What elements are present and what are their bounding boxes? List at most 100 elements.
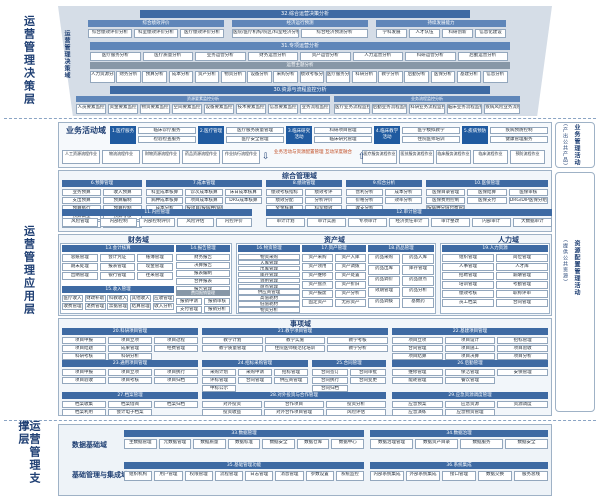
composite-row2-cell: 经济责任审计: [389, 218, 429, 227]
finance-g15-cell: 财政补助: [84, 295, 106, 302]
composite-cell: 收入预算: [103, 189, 142, 196]
row31b-header: 运营主题分析: [90, 62, 510, 69]
row30-cell: 后勤业务流程监控: [371, 104, 408, 114]
finance-g15-cell: 收费管理: [62, 303, 83, 310]
right-resource-box: [555, 172, 595, 412]
finance-g15b-header: 费用报销管理: [176, 290, 230, 296]
affairs-g22-cell: 项目验收: [497, 345, 548, 352]
asset-g17-cell: 无形资产: [335, 299, 366, 307]
composite-cell: 医保审核: [508, 189, 548, 196]
layer-application: 运营管理应用层: [22, 224, 36, 316]
business-activity-tile: 3.临床研究活动: [286, 126, 312, 144]
flow-right-item: 预防流程作业: [510, 150, 545, 164]
right-business-label: 业务管理活动: [573, 124, 580, 166]
composite-cell: 医保费用控制: [426, 197, 466, 204]
affairs-g21-cell: 教学分析: [327, 345, 388, 352]
hr-g19-header: 19.人力资源: [442, 245, 548, 252]
row30-cell: 临床业务流程监控: [446, 104, 483, 114]
finance-g13-cell: 出纳管理: [62, 272, 98, 280]
finance-g14-cell: 决算报告: [176, 262, 230, 269]
row32-group-header: 经济运行预测: [232, 20, 368, 27]
row31b-cell: 科研分析: [352, 71, 377, 83]
composite-cell: 科室成本核算: [146, 189, 184, 196]
affairs-g23-header: 23.通用项目管理: [62, 360, 198, 367]
business-activity-item: 科研项目管理: [314, 127, 372, 134]
asset-g18-cell: 库存管理: [402, 265, 434, 275]
flow-right-item: 医技服务流程作业: [399, 150, 434, 164]
flow-right-item: 临床流程作业: [473, 150, 508, 164]
affairs-g28-cell: 投资分析: [326, 401, 386, 408]
asset-g17-cell: 资产调拨: [335, 263, 366, 271]
asset-g18-header: 18.药品管理: [368, 245, 434, 252]
row32-cell: 科研创新: [442, 29, 473, 38]
mgmt-integration-label: 基础管理与集成域: [72, 471, 128, 479]
affairs-g26-cell: 能耗管理: [392, 377, 443, 384]
row30-cell: 疾病风险业务流程监控: [484, 104, 520, 114]
right-resource-label: 资源配置管理活动: [573, 240, 580, 296]
support-g33-header: 33.数据管理: [124, 430, 364, 437]
affairs-g22-header: 22.基建项目管理: [392, 328, 548, 335]
affairs-g26-cell: 餐饮管理: [444, 377, 496, 384]
finance-g13-header: 13.会计核算: [62, 245, 174, 252]
affairs-g29-cell: 应急物资管理: [444, 409, 496, 416]
affairs-g29-header: 29.应急资源调度管理: [392, 392, 548, 399]
right-resource-sublabel: (提供公共资源): [562, 240, 568, 282]
asset-g17-cell: 资产分析: [335, 290, 366, 298]
data-foundation-label: 数据基础域: [72, 441, 107, 449]
row31b-cell: 医疗服务分析: [325, 71, 351, 83]
flow-left-item: 人工资源流程作业: [62, 150, 100, 164]
asset-g17-cell: 资产采购: [302, 254, 333, 262]
affairs-g27-cell: 档案借阅: [108, 401, 152, 408]
finance-g14-cell: 财务报告: [176, 254, 230, 261]
affairs-g28-cell: 投资收益: [202, 409, 262, 416]
finance-g15b-cell: 报销审核: [204, 298, 230, 305]
composite-row2-cell: 专项审计: [348, 218, 388, 227]
affairs-g21-cell: 教学计划: [202, 337, 263, 344]
composite-group-header: 9.综合分析: [346, 180, 422, 187]
hr-g19-cell: 考勤管理: [496, 281, 548, 289]
row31-header: 31.专项运营分析: [90, 42, 510, 50]
hr-g19-cell: 薪酬管理: [496, 272, 548, 280]
row30-group-header: 资源要素监控分析: [76, 96, 330, 102]
affairs-g20-cell: 项目结题: [62, 345, 106, 352]
asset-g16-cell: 低值耗材: [238, 301, 300, 307]
hr-g19-cell: 绩效考核: [442, 290, 494, 298]
composite-cell: 绩效考核指标: [266, 189, 303, 196]
finance-g15-cell: 其他收入: [130, 295, 152, 302]
layer-support: 运营管理支撑层: [17, 420, 41, 485]
up-arrow-icon: ⇧: [358, 152, 366, 162]
row30-cell: 科研业务流程监控: [409, 104, 445, 114]
support-g36-cell: 数据交换: [478, 471, 512, 481]
affairs-g21-cell: 住院医师规范化培训: [264, 345, 326, 352]
asset-g16-cell: 出库管理: [238, 265, 300, 272]
business-activity-item: 临床诊疗服务: [138, 127, 196, 134]
row30-group-header: 业务流程监控分析: [334, 96, 520, 102]
row31b-cell: 财务分析: [116, 71, 141, 83]
support-g33-cell: 主数据管理: [124, 439, 157, 449]
support-g34-cell: 数据安全: [505, 439, 548, 449]
affairs-g24-cell: 合同管理: [238, 377, 272, 384]
affairs-g24-cell: 招标管理: [274, 369, 308, 376]
hr-g19-cell: 招聘管理: [442, 272, 494, 280]
hr-g19-cell: 员工档案: [442, 299, 494, 307]
affairs-g23-cell: 项目立项: [108, 369, 152, 376]
composite-cell: 项目成本核算: [185, 197, 223, 204]
row31b-cell: 绩效考核分析: [299, 71, 325, 83]
affairs-g25-header: 25.合同管理: [312, 360, 386, 367]
affairs-g28-cell: 对外投资: [202, 401, 262, 408]
affairs-g26-cell: 保洁管理: [444, 369, 496, 376]
affairs-g21-cell: 教学实施: [264, 337, 326, 344]
business-activity-tile: 2.医疗管理: [198, 126, 224, 144]
affairs-g29-cell: 应急演练: [392, 409, 443, 416]
finance-g15-cell: 医疗收入: [62, 295, 83, 302]
hr-g19-cell: 人才库: [496, 263, 548, 271]
composite-cell: 病种成本核算: [146, 197, 184, 204]
finance-g15-cell: 收入分析: [152, 303, 174, 310]
composite-row2-cell: 内部审计: [471, 218, 511, 227]
row31b-cell: 信息分析: [483, 71, 508, 83]
row30-cell: 物资要素监控: [140, 104, 170, 114]
hr-domain-title: 人力域: [498, 236, 519, 244]
asset-g18-cell: 药品调价: [368, 276, 400, 286]
finance-g13-cell: 会计凭证: [99, 254, 135, 262]
affairs-g26-header: 26.后勤管理: [392, 360, 548, 367]
